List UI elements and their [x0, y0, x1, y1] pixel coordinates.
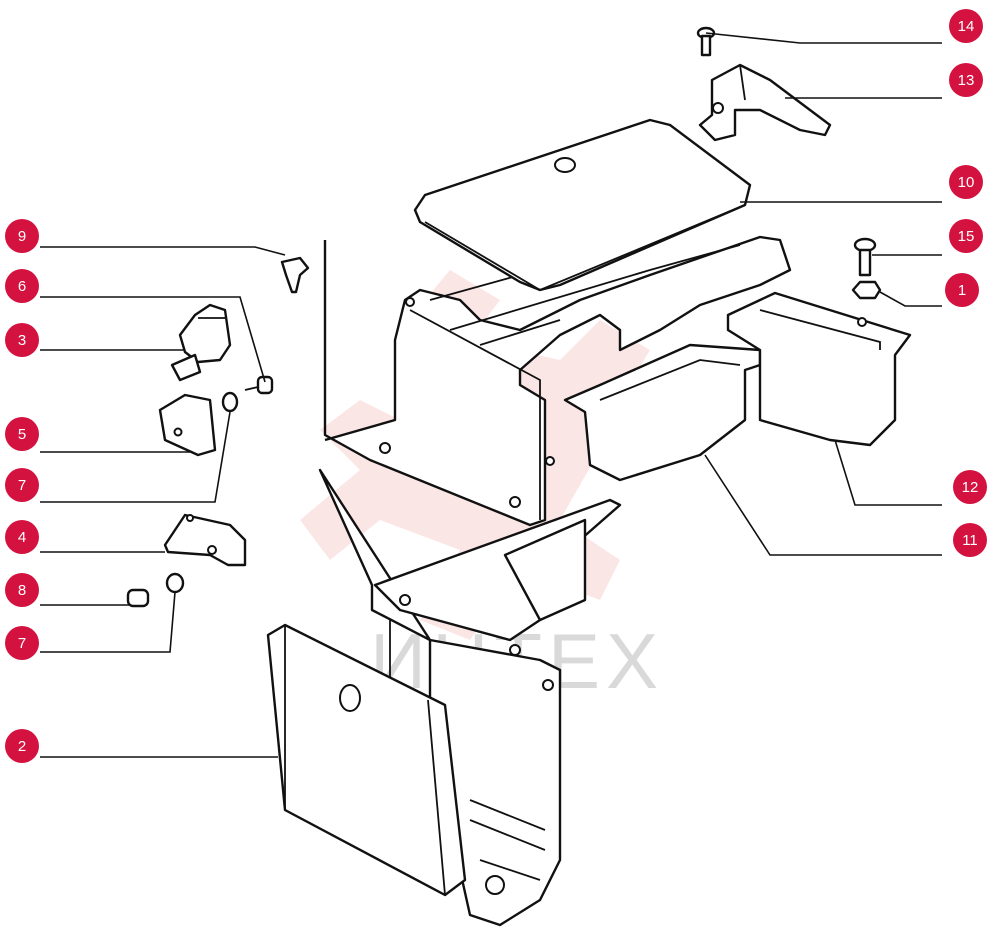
leader-6: [40, 296, 266, 383]
plug: [280, 256, 310, 294]
callout-circle-11: [953, 523, 987, 557]
callout-badge-7b: 7: [5, 626, 39, 660]
callout-badge-3: 3: [5, 323, 39, 357]
callout-label-11: 11: [962, 532, 978, 549]
callout-circle-7a: [5, 468, 39, 502]
callout-label-9: 9: [18, 228, 26, 245]
callout-circle-1: [945, 273, 979, 307]
tray-small: [563, 343, 762, 482]
leader-11: [704, 454, 942, 556]
callout-label-15: 15: [958, 228, 975, 245]
callout-label-12: 12: [962, 479, 979, 496]
callout-label-13: 13: [958, 72, 975, 89]
callout-badge-14: 14: [949, 9, 983, 43]
callout-badge-4: 4: [5, 520, 39, 554]
callout-badge-9: 9: [5, 219, 39, 253]
callout-circle-4: [5, 520, 39, 554]
nut: [851, 280, 882, 300]
callout-label-1: 1: [958, 282, 966, 299]
callout-badge-10: 10: [949, 165, 983, 199]
callout-circle-3: [5, 323, 39, 357]
housing-lower-box: [318, 468, 622, 927]
callout-circle-8: [5, 573, 39, 607]
top-lid: [413, 118, 752, 292]
callout-circle-13: [949, 63, 983, 97]
leader-7b: [40, 591, 176, 653]
callout-label-4: 4: [18, 529, 26, 546]
callout-label-3: 3: [18, 332, 26, 349]
callout-badge-12: 12: [953, 470, 987, 504]
callout-badge-15: 15: [949, 219, 983, 253]
callout-label-7b: 7: [18, 635, 26, 652]
callout-label-8: 8: [18, 582, 26, 599]
callout-badge-7a: 7: [5, 468, 39, 502]
door-hinge: [163, 513, 247, 567]
callout-badge-13: 13: [949, 63, 983, 97]
callout-circle-5: [5, 417, 39, 451]
callout-badge-5: 5: [5, 417, 39, 451]
callout-badges: 14 13 10 15 1 12 11 9 6 3 5 7 4 8 7 2: [5, 9, 987, 763]
callout-circle-6: [5, 269, 39, 303]
screw-lower: [126, 588, 150, 608]
callout-circle-12: [953, 470, 987, 504]
callout-badge-6: 6: [5, 269, 39, 303]
washer-lower: [165, 572, 185, 594]
callout-badge-8: 8: [5, 573, 39, 607]
callout-circle-7b: [5, 626, 39, 660]
screw-top: [696, 26, 716, 57]
callout-label-6: 6: [18, 278, 26, 295]
callout-label-5: 5: [18, 426, 26, 443]
door-panel: [266, 623, 467, 897]
leader-1: [879, 291, 942, 307]
callout-circle-14: [949, 9, 983, 43]
leader-14: [705, 32, 942, 44]
leader-lines: [40, 32, 942, 758]
leader-9: [40, 246, 286, 256]
bolt: [853, 237, 877, 277]
callout-label-2: 2: [18, 738, 26, 755]
callout-circle-10: [949, 165, 983, 199]
callout-label-10: 10: [958, 174, 975, 191]
leader-7a: [40, 411, 231, 503]
latch-bracket: [158, 393, 217, 457]
lock-cylinder: [170, 303, 232, 382]
callout-label-7a: 7: [18, 477, 26, 494]
callout-badge-11: 11: [953, 523, 987, 557]
tray-large: [726, 291, 912, 447]
callout-circle-9: [5, 219, 39, 253]
callout-badge-2: 2: [5, 729, 39, 763]
callout-circle-2: [5, 729, 39, 763]
callout-badge-1: 1: [945, 273, 979, 307]
callout-circle-15: [949, 219, 983, 253]
top-hinge: [698, 63, 832, 142]
leader-12: [834, 439, 942, 506]
callout-label-14: 14: [958, 18, 975, 35]
washer-upper: [221, 391, 239, 413]
screw-upper: [244, 375, 274, 395]
